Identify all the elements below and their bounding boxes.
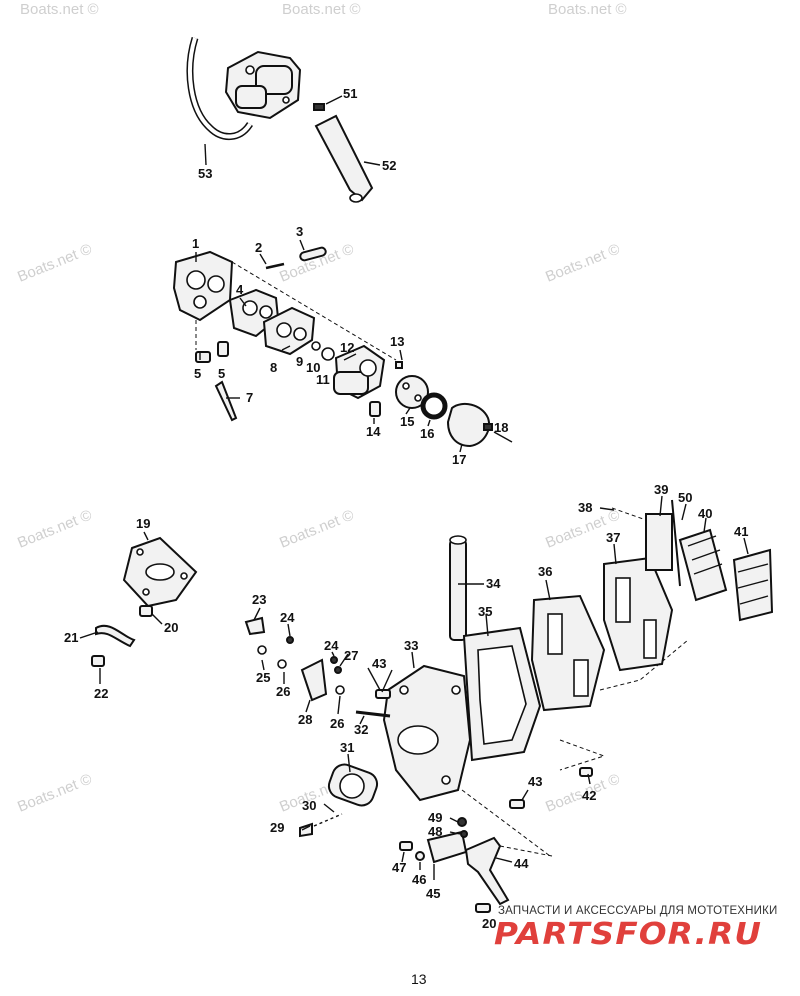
brand-tagline: ЗАПЧАСТИ И АКСЕССУАРЫ ДЛЯ МОТОТЕХНИКИ (498, 905, 778, 917)
callout-label: 27 (344, 648, 358, 663)
watermark: Boats.net © (282, 1, 361, 18)
callout-label: 17 (452, 452, 466, 467)
callout-label: 29 (270, 820, 284, 835)
callout-label: 53 (198, 166, 212, 181)
callout-label: 23 (252, 592, 266, 607)
callout-label: 25 (256, 670, 270, 685)
callout-label: 43 (372, 656, 386, 671)
callout-label: 30 (302, 798, 316, 813)
branding: ЗАПЧАСТИ И АКСЕССУАРЫ ДЛЯ МОТОТЕХНИКИ PA… (494, 905, 778, 952)
fuel-pump-assembly (186, 36, 374, 203)
callout-label: 8 (270, 360, 277, 375)
watermark: Boats.net © (20, 1, 99, 18)
callout-label: 14 (366, 424, 381, 439)
fuel-pump-leaders (204, 95, 381, 166)
callout-label: 52 (382, 158, 396, 173)
part-callouts: 51 52 53 1 2 3 4 5 5 7 8 9 10 11 12 13 1… (64, 86, 748, 931)
callout-label: 21 (64, 630, 78, 645)
callout-label: 18 (494, 420, 508, 435)
callout-label: 1 (192, 236, 199, 251)
callout-label: 12 (340, 340, 354, 355)
callout-label: 15 (400, 414, 414, 429)
callout-label: 40 (698, 506, 712, 521)
callout-label: 32 (354, 722, 368, 737)
callout-label: 7 (246, 390, 253, 405)
callout-label: 31 (340, 740, 354, 755)
callout-label: 39 (654, 482, 668, 497)
watermark: Boats.net © (277, 506, 356, 551)
callout-label: 10 (306, 360, 320, 375)
callout-label: 26 (330, 716, 344, 731)
callout-label: 46 (412, 872, 426, 887)
callout-label: 36 (538, 564, 552, 579)
callout-label: 33 (404, 638, 418, 653)
callout-label: 44 (514, 856, 529, 871)
callout-label: 19 (136, 516, 150, 531)
watermark: Boats.net © (277, 240, 356, 285)
callout-label: 34 (486, 576, 501, 591)
callout-label: 26 (276, 684, 290, 699)
callout-label: 11 (316, 372, 330, 387)
callout-label: 41 (734, 524, 748, 539)
callout-label: 20 (482, 916, 496, 931)
brand-logo: PARTSFOR.RU (494, 917, 762, 952)
callout-label: 9 (296, 354, 303, 369)
callout-label: 20 (164, 620, 178, 635)
callout-label: 43 (528, 774, 542, 789)
watermark: Boats.net © (15, 770, 94, 815)
callout-label: 50 (678, 490, 692, 505)
callout-label: 24 (324, 638, 339, 653)
watermark: Boats.net © (15, 240, 94, 285)
callout-label: 47 (392, 860, 406, 875)
intake-manifold-assembly (244, 499, 774, 913)
callout-label: 2 (255, 240, 262, 255)
leader-lines (79, 239, 749, 913)
callout-label: 38 (578, 500, 592, 515)
callout-label: 48 (428, 824, 442, 839)
watermark: Boats.net © (15, 506, 94, 551)
callout-label: 49 (428, 810, 442, 825)
callout-label: 42 (582, 788, 596, 803)
pump-exploded-assembly (172, 246, 513, 448)
page-number: 13 (411, 971, 427, 987)
callout-label: 51 (343, 86, 357, 101)
callout-label: 24 (280, 610, 295, 625)
callout-label: 45 (426, 886, 440, 901)
callout-label: 35 (478, 604, 492, 619)
callout-label: 22 (94, 686, 108, 701)
callout-label: 5 (218, 366, 225, 381)
watermark: Boats.net © (543, 240, 622, 285)
callout-label: 16 (420, 426, 434, 441)
callout-label: 28 (298, 712, 312, 727)
callout-label: 4 (236, 282, 244, 297)
callout-label: 13 (390, 334, 404, 349)
callout-label: 5 (194, 366, 201, 381)
watermark: Boats.net © (548, 1, 627, 18)
bracket-assembly (91, 536, 198, 667)
callout-label: 37 (606, 530, 620, 545)
callout-label: 3 (296, 224, 303, 239)
